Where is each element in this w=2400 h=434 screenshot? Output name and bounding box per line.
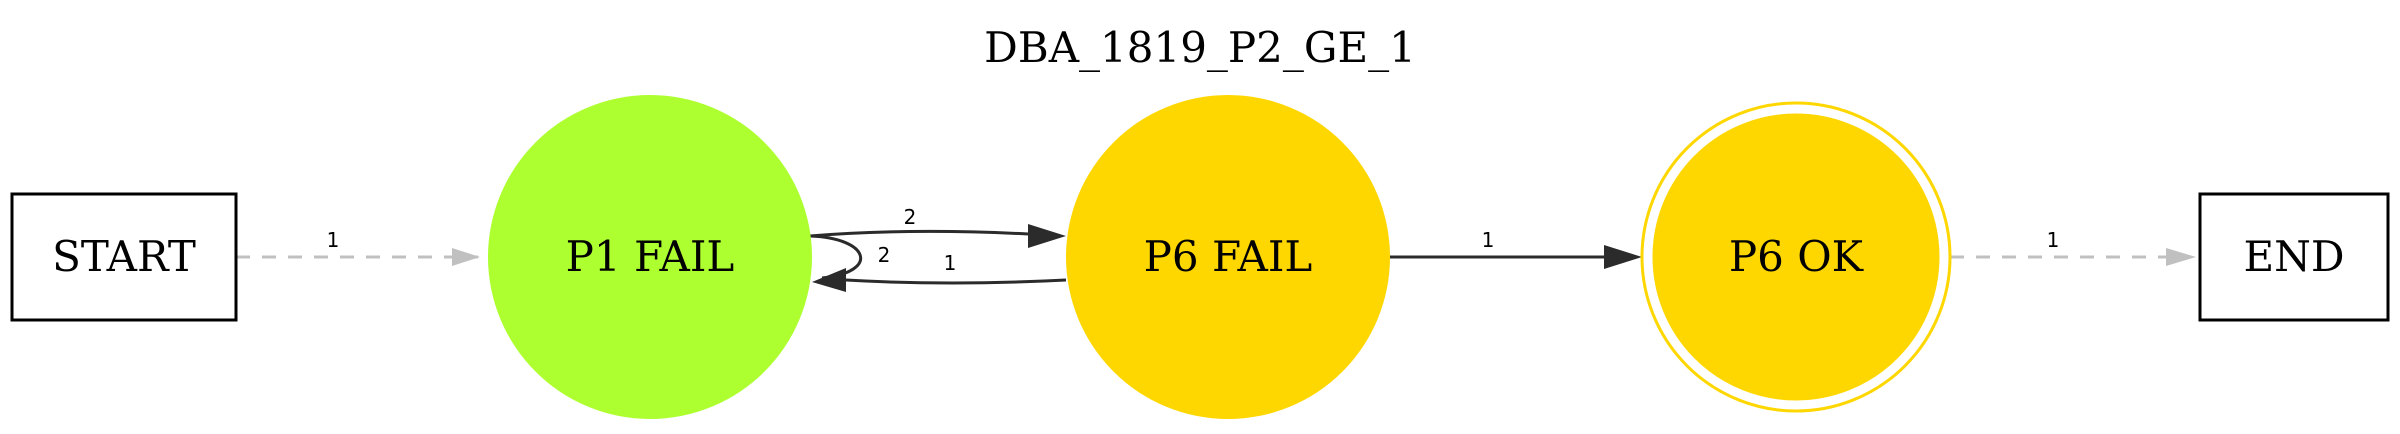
- edge-label: 2: [904, 205, 917, 229]
- node-start: START: [10, 192, 238, 322]
- diagram-title: DBA_1819_P2_GE_1: [984, 23, 1416, 72]
- node-label: P6 OK: [1729, 232, 1865, 281]
- node-end: END: [2198, 192, 2390, 322]
- edge-label: 1: [2047, 228, 2060, 252]
- edge-label: 1: [327, 228, 340, 252]
- state-circle: [1652, 113, 1940, 401]
- edge-label: 1: [1482, 228, 1495, 252]
- edge-p6-fail-to-p6-ok: 1: [1390, 228, 1642, 269]
- edge-p6-fail-to-p1-fail: 1: [845, 251, 1067, 285]
- node-label: START: [52, 232, 196, 281]
- node-p1-fail: P1 FAIL: [488, 95, 812, 419]
- node-p6-ok: P6 OK: [1640, 101, 1952, 413]
- node-label: P1 FAIL: [566, 232, 735, 281]
- edge-label: 1: [944, 251, 957, 275]
- node-label: P6 FAIL: [1144, 232, 1313, 281]
- node-label: END: [2243, 232, 2344, 281]
- state-circle: [1066, 95, 1390, 419]
- edge-label: 2: [878, 243, 891, 267]
- edge-p6-ok-to-end: 1: [1950, 228, 2196, 266]
- node-p6-fail: P6 FAIL: [1066, 95, 1390, 419]
- state-circle: [488, 95, 812, 419]
- edge-start-to-p1-fail: 1: [236, 228, 480, 266]
- edge-p1-fail-to-p6-fail: 2: [809, 205, 1066, 248]
- edge-p1-fail-self-loop: 2: [809, 234, 891, 292]
